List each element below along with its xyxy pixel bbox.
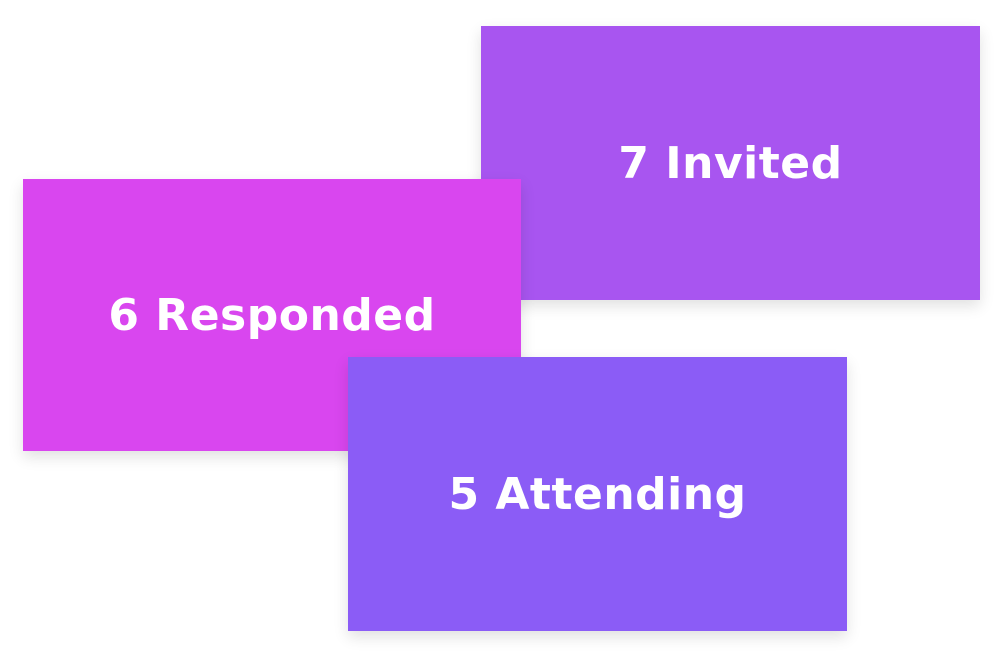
attending-card: 5 Attending <box>348 357 847 631</box>
responded-card-label: 6 Responded <box>108 289 436 341</box>
responded-card: 6 Responded <box>23 179 521 451</box>
invited-card: 7 Invited <box>481 26 980 300</box>
invited-card-label: 7 Invited <box>618 137 843 189</box>
attending-card-label: 5 Attending <box>448 468 747 520</box>
